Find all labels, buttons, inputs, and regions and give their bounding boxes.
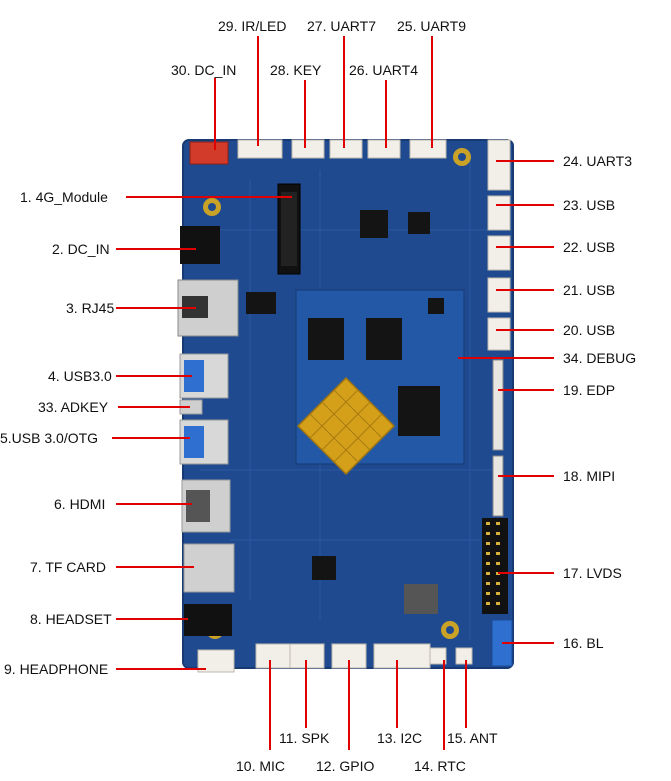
label-uart4: 26. UART4: [349, 62, 418, 78]
mipi-connector: [492, 455, 504, 517]
ram-chip-2: [366, 318, 402, 360]
heatsink: [296, 376, 396, 476]
right-connectors: [487, 139, 511, 351]
label-key: 28. KEY: [270, 62, 322, 78]
label-bl: 16. BL: [563, 635, 604, 651]
label-usb30-otg: 5.USB 3.0/OTG: [0, 430, 99, 446]
label-usb30: 4. USB3.0: [48, 368, 112, 384]
label-tf-card: 7. TF CARD: [30, 559, 106, 575]
label-lvds: 17. LVDS: [563, 565, 622, 581]
label-4g-module: 1. 4G_Module: [20, 189, 108, 205]
label-dc-in-top: 30. DC_IN: [171, 62, 237, 78]
label-adkey: 33. ADKEY: [38, 399, 109, 415]
label-uart3: 24. UART3: [563, 153, 632, 169]
label-i2c: 13. I2C: [377, 730, 423, 746]
top-connectors: [189, 139, 447, 165]
label-usb-22: 22. USB: [563, 239, 616, 255]
label-ant: 15. ANT: [447, 730, 498, 746]
left-ports: [177, 226, 239, 636]
label-uart9: 25. UART9: [397, 18, 466, 34]
label-debug: 34. DEBUG: [563, 350, 637, 366]
label-mic: 10. MIC: [236, 758, 286, 774]
bottom-connectors: [197, 643, 473, 673]
label-dc-in-left: 2. DC_IN: [52, 241, 110, 257]
misc-chips: [246, 210, 444, 614]
label-headset: 8. HEADSET: [30, 611, 112, 627]
label-rtc: 14. RTC: [414, 758, 466, 774]
emmc-chip: [398, 386, 440, 436]
ram-chip-1: [308, 318, 344, 360]
leader-lines: [112, 36, 554, 750]
label-uart7: 27. UART7: [307, 18, 376, 34]
label-mipi: 18. MIPI: [563, 468, 616, 484]
lvds-header: [482, 518, 508, 614]
label-hdmi: 6. HDMI: [54, 496, 106, 512]
label-spk: 11. SPK: [279, 730, 330, 746]
label-edp: 19. EDP: [563, 382, 616, 398]
label-usb-23: 23. USB: [563, 197, 616, 213]
label-gpio: 12. GPIO: [316, 758, 375, 774]
label-ir-led: 29. IR/LED: [218, 18, 287, 34]
label-headphone: 9. HEADPHONE: [4, 661, 109, 677]
edp-connector: [492, 359, 504, 451]
label-rj45: 3. RJ45: [66, 300, 115, 316]
label-usb-20: 20. USB: [563, 322, 616, 338]
label-usb-21: 21. USB: [563, 282, 616, 298]
